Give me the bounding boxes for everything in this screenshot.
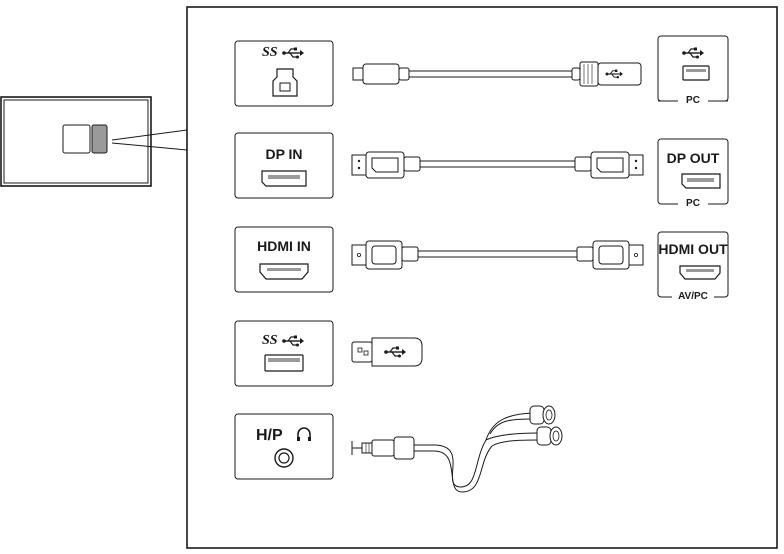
audio-jack-icon bbox=[274, 448, 294, 468]
main-frame bbox=[186, 6, 778, 549]
pc-usb-box bbox=[657, 35, 729, 102]
superspeed-label: SS bbox=[262, 45, 278, 60]
hdmi-icon bbox=[259, 263, 309, 280]
usb-icon bbox=[281, 46, 305, 60]
hdmi-out-label: HDMI OUT bbox=[658, 241, 728, 257]
headphone-port-box bbox=[234, 413, 334, 480]
usb-icon bbox=[281, 334, 305, 348]
dp-in-label: DP IN bbox=[265, 146, 303, 162]
usb-upstream-port-box bbox=[234, 40, 334, 107]
superspeed-label: SS bbox=[262, 333, 278, 348]
usb-a-port-icon bbox=[682, 65, 710, 81]
dp-out-label: DP OUT bbox=[666, 150, 720, 166]
usb-icon bbox=[681, 46, 705, 60]
earphones bbox=[351, 405, 563, 493]
hdmi-in-port-box bbox=[234, 226, 334, 293]
displayport-icon bbox=[261, 170, 307, 187]
hdmi-in-label: HDMI IN bbox=[257, 238, 311, 254]
displayport-cable bbox=[351, 151, 644, 179]
usb-cable bbox=[352, 61, 642, 87]
headphone-icon bbox=[297, 427, 311, 441]
pc-dp-target-label: PC bbox=[678, 198, 708, 209]
hdmi-cable bbox=[351, 240, 644, 270]
displayport-icon bbox=[681, 173, 721, 189]
usb-b-port-icon bbox=[272, 68, 298, 97]
usb-a-port-icon bbox=[264, 354, 304, 372]
hdmi-icon bbox=[679, 265, 721, 280]
monitor-back-inset bbox=[0, 96, 188, 187]
usb-flash-drive bbox=[351, 337, 423, 367]
pc-usb-target-label: PC bbox=[678, 95, 708, 106]
pc-dp-out-box bbox=[657, 138, 729, 205]
usb-downstream-port-box bbox=[234, 320, 334, 387]
headphone-label: H/P bbox=[256, 427, 283, 444]
dp-in-port-box bbox=[234, 132, 334, 199]
av-pc-hdmi-target-label: AV/PC bbox=[672, 291, 714, 302]
